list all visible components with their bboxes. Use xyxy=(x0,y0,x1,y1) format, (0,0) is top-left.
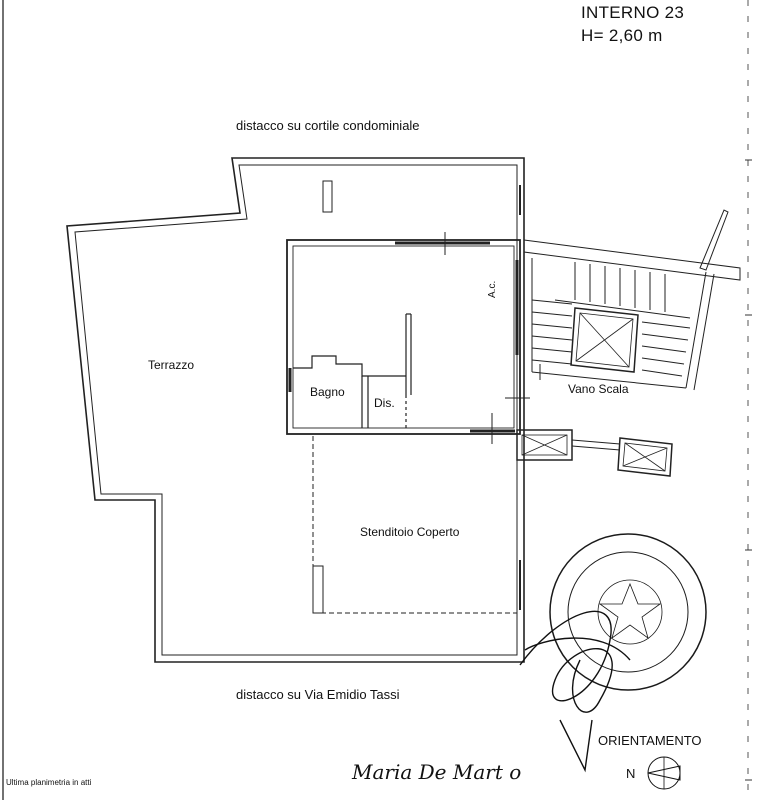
room-ac: A.c. xyxy=(487,280,498,298)
north-arrow xyxy=(647,756,681,790)
notary-stamp xyxy=(549,533,707,691)
room-terrace: Terrazzo xyxy=(148,358,195,372)
room-bathroom: Bagno xyxy=(310,385,345,399)
unit-number: INTERNO 23 xyxy=(581,3,685,22)
room-closet: Dis. xyxy=(374,396,395,410)
lower-shafts xyxy=(516,429,673,477)
footer-note: Ultima planimetria in atti xyxy=(6,778,92,787)
right-border-ticks xyxy=(745,159,752,781)
terrace-fixture xyxy=(322,180,333,213)
handwritten-signature: Maria De Mart o xyxy=(352,760,522,784)
ceiling-height: H= 2,60 m xyxy=(581,26,663,45)
orientation-label: ORIENTAMENTO xyxy=(598,733,702,748)
room-covered-drying: Stenditoio Coperto xyxy=(360,525,460,539)
terrace-outer-wall xyxy=(66,157,525,663)
bathroom-partitions xyxy=(293,313,412,428)
stairwell xyxy=(523,209,741,391)
signature-scribble xyxy=(519,610,631,773)
top-boundary-note: distacco su cortile condominiale xyxy=(236,118,420,133)
interior-walls xyxy=(286,232,530,444)
covered-drying-area xyxy=(312,436,517,614)
room-stairwell: Vano Scala xyxy=(568,382,629,396)
bottom-boundary-note: distacco su Via Emidio Tassi xyxy=(236,687,400,702)
north-label: N xyxy=(626,766,636,781)
